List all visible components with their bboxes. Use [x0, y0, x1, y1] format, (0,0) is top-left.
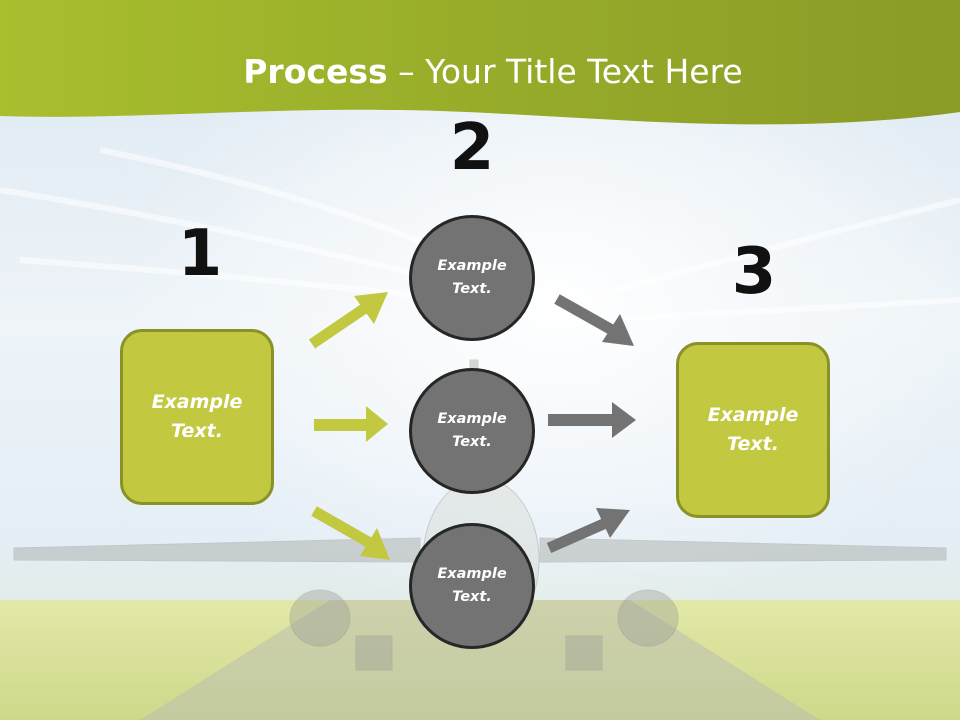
circle-bottom-text: Example Text.	[437, 566, 507, 605]
step-1-box: Example Text.	[120, 329, 274, 505]
title-rest: – Your Title Text Here	[387, 52, 743, 91]
step-3-box-text: Example Text.	[707, 404, 799, 455]
circle-middle-text: Example Text.	[437, 411, 507, 450]
step-2-circle-middle: Example Text.	[409, 368, 535, 494]
arrow-left-mid	[314, 406, 388, 442]
step-1-box-text: Example Text.	[151, 391, 243, 442]
step-number-1: 1	[177, 217, 223, 291]
step-2-circle-top: Example Text.	[409, 215, 535, 341]
step-number-3: 3	[731, 235, 777, 309]
arrow-right-mid	[548, 402, 636, 438]
arrow-left-up	[308, 292, 388, 349]
step-2-circle-bottom: Example Text.	[409, 523, 535, 649]
arrow-left-down	[311, 506, 390, 560]
title-bold: Process	[243, 52, 388, 91]
slide-title: Process – Your Title Text Here	[0, 52, 960, 91]
arrow-right-up	[546, 508, 630, 554]
arrow-right-down	[554, 294, 634, 346]
step-3-box: Example Text.	[676, 342, 830, 518]
step-number-2: 2	[449, 111, 495, 185]
circle-top-text: Example Text.	[437, 258, 507, 297]
